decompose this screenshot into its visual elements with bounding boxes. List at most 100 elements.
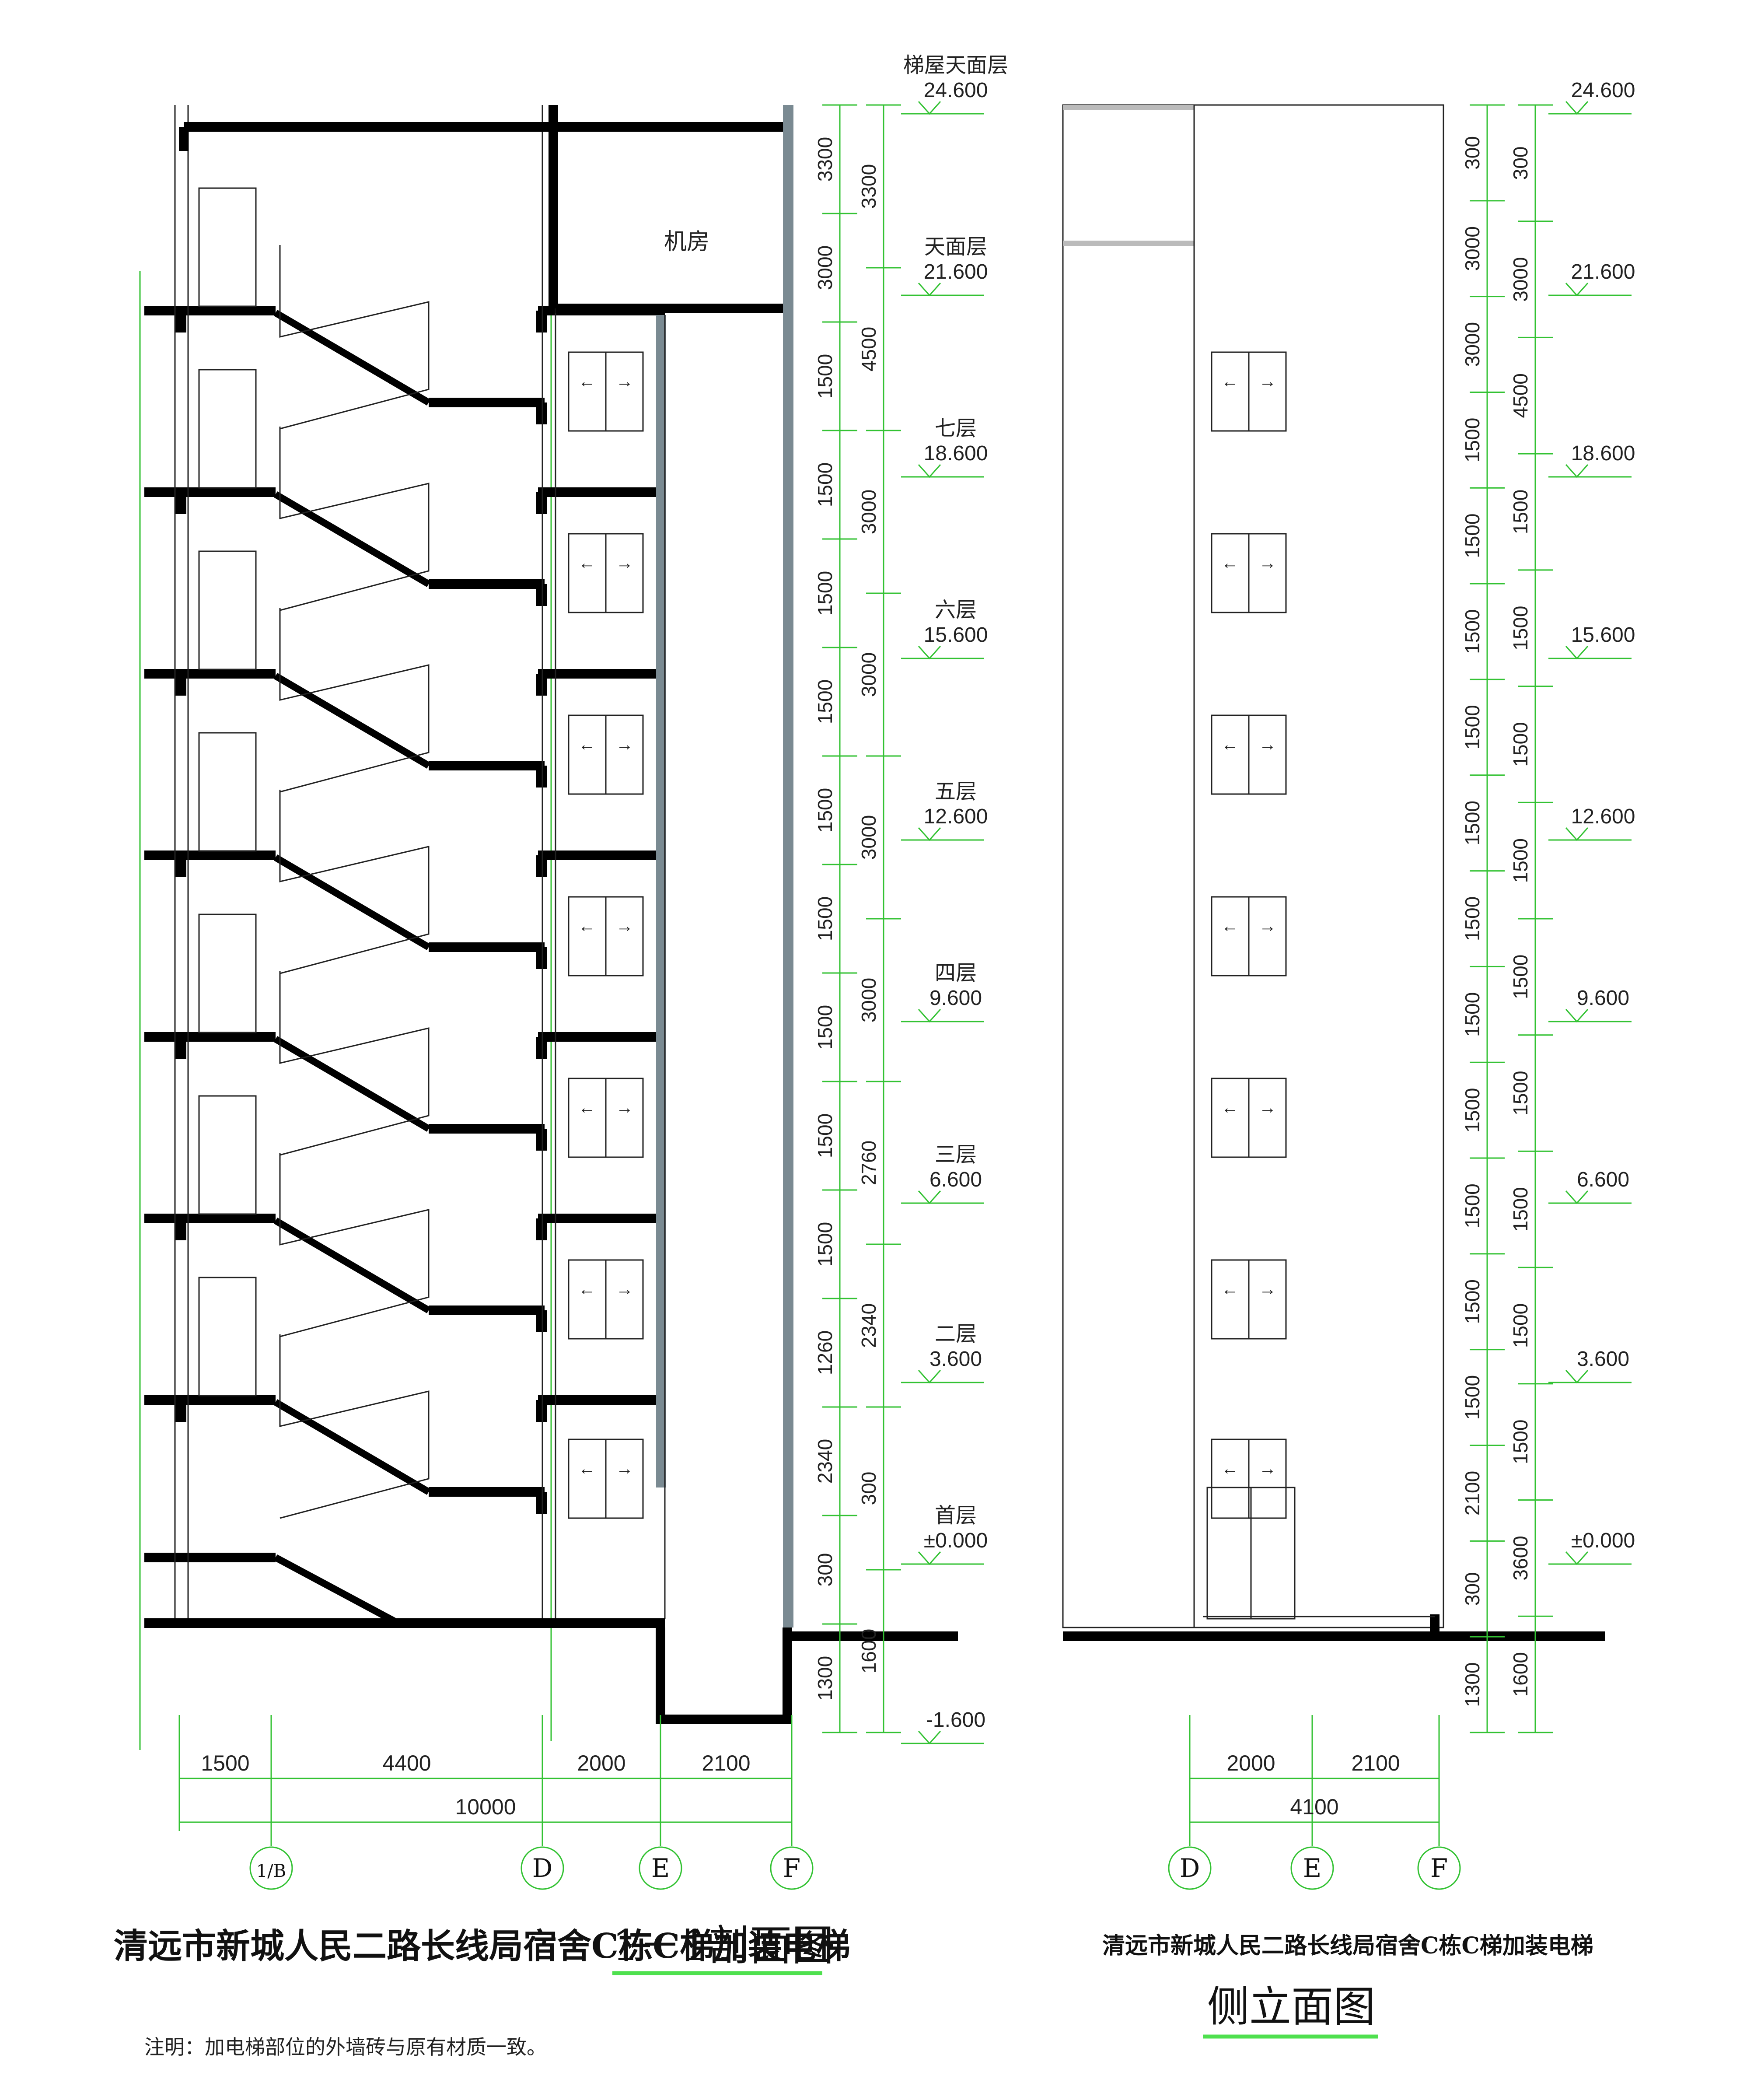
dimension-label: 2100 <box>1461 1471 1484 1516</box>
door-arrow-right: → <box>616 917 633 936</box>
dimension-label: 3000 <box>857 652 880 697</box>
grid-axis-label: D <box>1180 1853 1200 1883</box>
dimension-label: 300 <box>1461 1572 1484 1606</box>
door-arrow-right: → <box>616 735 633 754</box>
grid-axis-bubble <box>521 1846 564 1890</box>
level-name: 三层 <box>935 1143 977 1166</box>
grid-axis-bubble <box>1417 1846 1461 1890</box>
dimension-label: 1500 <box>1509 722 1532 766</box>
dimension-label: 1500 <box>1461 1375 1484 1420</box>
dimension-label: 4400 <box>382 1751 431 1775</box>
level-name: 六层 <box>935 598 977 622</box>
total-dimension-label: 10000 <box>455 1795 516 1819</box>
dimension-label: 1500 <box>1461 1088 1484 1132</box>
dimension-label: 2100 <box>1351 1751 1400 1775</box>
door-arrow-left: ← <box>578 735 596 754</box>
note-text: 注明：加电梯部位的外墙砖与原有材质一致。 <box>144 2036 547 2058</box>
dimension-label: 1300 <box>814 1656 836 1701</box>
door-arrow-left: ← <box>1221 735 1239 754</box>
elevation-title-sub: 侧立面图 <box>1207 1982 1375 2031</box>
dimension-label: 1500 <box>1509 1071 1532 1115</box>
dimension-label: 2760 <box>857 1141 880 1185</box>
grid-axis-label: F <box>783 1853 800 1883</box>
door-arrow-left: ← <box>1221 553 1239 573</box>
dimension-label: 1500 <box>1509 1303 1532 1348</box>
level-name: 七层 <box>935 417 977 440</box>
section-level-markers: 梯屋天面层24.600天面层21.600七层18.600六层15.600五层12… <box>901 54 1008 1745</box>
level-elevation: 21.600 <box>1571 260 1635 284</box>
level-elevation: ±0.000 <box>1571 1529 1635 1552</box>
dimension-label: 1500 <box>814 896 836 941</box>
door-arrow-right: → <box>1259 1280 1276 1299</box>
dimension-label: 1500 <box>814 788 836 833</box>
door-arrow-left: ← <box>578 553 596 573</box>
dimension-label: 1500 <box>1509 490 1532 534</box>
level-elevation: 9.600 <box>929 987 982 1010</box>
dimension-label: 1500 <box>814 571 836 616</box>
door-arrow-right: → <box>616 1098 633 1117</box>
door-arrow-left: ← <box>578 917 596 936</box>
dimension-label: 1500 <box>1509 606 1532 651</box>
dimension-label: 300 <box>857 1472 880 1505</box>
dimension-label: 1500 <box>201 1751 249 1775</box>
grid-axis-label: D <box>532 1853 553 1883</box>
dimension-label: 300 <box>1461 136 1484 170</box>
dimension-label: 1500 <box>814 1113 836 1158</box>
grid-axis-bubble <box>249 1846 293 1890</box>
grid-axis-bubble <box>639 1846 682 1890</box>
door-arrow-left: ← <box>1221 1098 1239 1117</box>
elevation-title-main: 清远市新城人民二路长线局宿舍C栋C梯加装电梯 <box>1102 1932 1593 1959</box>
door-arrow-left: ← <box>1221 1280 1239 1299</box>
dimension-label: 4500 <box>1509 373 1532 418</box>
dimension-label: 1500 <box>1509 1420 1532 1464</box>
dimension-label: 1600 <box>857 1629 880 1673</box>
grid-axis-bubble <box>1290 1846 1334 1890</box>
dimension-label: 1260 <box>814 1330 836 1375</box>
dimension-label: 1500 <box>814 679 836 724</box>
dimension-label: 3000 <box>857 490 880 534</box>
door-arrow-left: ← <box>1221 372 1239 391</box>
dimension-label: 2100 <box>702 1751 750 1775</box>
door-arrow-left: ← <box>578 372 596 391</box>
total-dimension-label: 4100 <box>1290 1795 1338 1819</box>
level-name: 天面层 <box>924 235 987 259</box>
level-name: 五层 <box>935 780 977 803</box>
dimension-label: 1500 <box>1461 609 1484 654</box>
dimension-label: 1500 <box>814 1005 836 1050</box>
door-arrow-left: ← <box>578 1459 596 1478</box>
level-elevation: 18.600 <box>1571 442 1635 465</box>
dimension-label: 3600 <box>1509 1536 1532 1580</box>
level-elevation: 6.600 <box>1577 1168 1629 1191</box>
machine-room-label: 机房 <box>664 229 709 255</box>
grid-axis-label: F <box>1430 1853 1448 1883</box>
dimension-label: 1500 <box>1461 514 1484 558</box>
dimension-label: 1500 <box>814 354 836 399</box>
door-arrow-right: → <box>616 372 633 391</box>
level-elevation: 21.600 <box>924 260 988 284</box>
dimension-label: 1500 <box>1461 801 1484 845</box>
level-elevation: 3.600 <box>1577 1348 1629 1371</box>
dimension-label: 1500 <box>1509 955 1532 999</box>
dimension-label: 1300 <box>1461 1662 1484 1707</box>
dimension-label: 3000 <box>857 978 880 1022</box>
door-arrow-right: → <box>1259 735 1276 754</box>
level-elevation: 24.600 <box>1571 79 1635 102</box>
dimension-label: 2340 <box>814 1439 836 1484</box>
level-elevation: 15.600 <box>1571 623 1635 647</box>
level-elevation: 3.600 <box>929 1348 982 1371</box>
dimension-label: 4500 <box>857 327 880 371</box>
door-arrow-right: → <box>1259 372 1276 391</box>
door-arrow-right: → <box>1259 1459 1276 1478</box>
dimension-label: 1500 <box>814 1222 836 1267</box>
level-elevation: 15.600 <box>924 623 988 647</box>
level-elevation: ±0.000 <box>924 1529 988 1552</box>
dimension-label: 3000 <box>1461 322 1484 367</box>
door-arrow-right: → <box>1259 553 1276 573</box>
section-title-sub: 1－1剖面图 <box>612 1921 834 1970</box>
side-elevation-drawing: ←→←→←→←→←→←→←→ <box>1062 104 1605 1641</box>
grid-axis-bubble <box>770 1846 814 1890</box>
grid-axis-label: 1/B <box>256 1861 286 1881</box>
dimension-label: 3000 <box>1509 257 1532 301</box>
